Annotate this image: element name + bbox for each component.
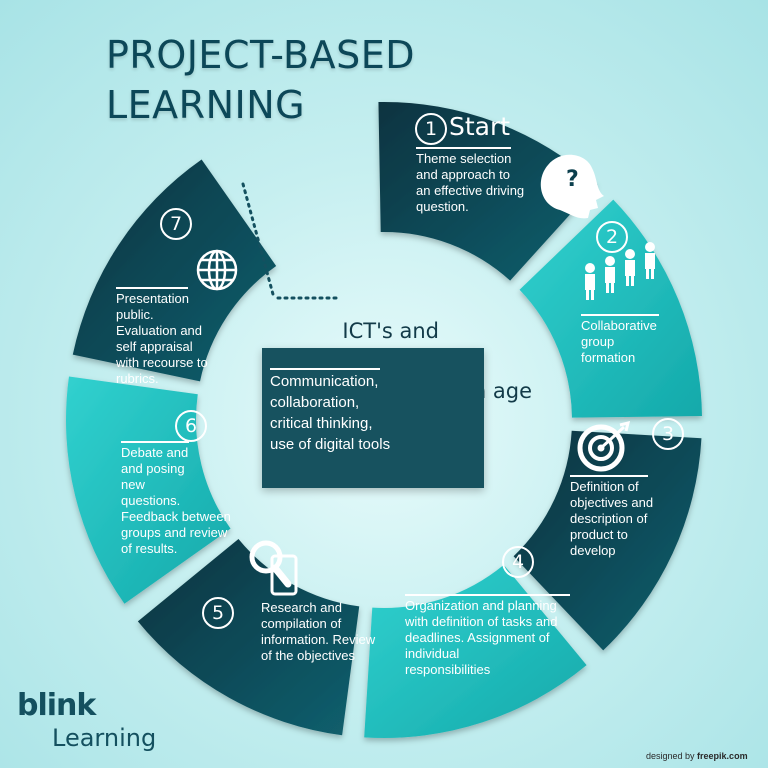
credit-text: designed by freepik.com — [646, 751, 748, 761]
ring-segment-7 — [72, 159, 277, 382]
credit-prefix: designed by — [646, 751, 698, 761]
step-5-text: Research and compilation of information.… — [261, 600, 376, 663]
head-question-icon: ? — [540, 154, 604, 219]
step-5-number: 5 — [202, 597, 234, 629]
step-1-number: 1 — [415, 113, 447, 145]
magnifier-tablet-icon — [249, 540, 298, 596]
center-box-rule — [270, 368, 380, 370]
step-4-number: 4 — [502, 546, 534, 578]
dotted-connector-diagonal — [241, 182, 276, 300]
step-6-text: Debate and and posing new questions. Fee… — [121, 441, 231, 557]
step-3-text: Definition of objectives and description… — [570, 475, 653, 559]
svg-text:?: ? — [566, 167, 579, 192]
step-2-text: Collaborative group formation — [581, 314, 659, 366]
title-line-1: PROJECT-BASED — [106, 33, 416, 77]
ring-segment-4 — [364, 564, 587, 739]
center-box-text: Communication, collaboration, critical t… — [270, 373, 391, 453]
step-6-number: 6 — [175, 410, 207, 442]
start-label: Start — [449, 112, 511, 141]
step-7-number: 7 — [160, 208, 192, 240]
center-skills-box: Communication, collaboration, critical t… — [262, 348, 484, 488]
center-heading-line-1: ICT's and — [342, 319, 439, 343]
globe-icon — [196, 249, 238, 291]
ring-segment-1 — [378, 102, 598, 281]
step-2-number: 2 — [596, 221, 628, 253]
ring-segment-2 — [519, 199, 702, 418]
page-title: PROJECT-BASED LEARNING — [106, 30, 415, 130]
step-1-text: Theme selection and approach to an effec… — [416, 147, 524, 215]
logo-blink: blink — [17, 688, 96, 723]
step-4-text: Organization and planning with definitio… — [405, 594, 570, 678]
step-7-text: Presentation public. Evaluation and self… — [116, 287, 208, 387]
people-icon — [585, 242, 655, 300]
credit-brand: freepik.com — [697, 751, 748, 761]
target-icon — [577, 420, 631, 472]
ring-segment-5 — [137, 539, 360, 736]
step-3-number: 3 — [652, 418, 684, 450]
title-line-2: LEARNING — [106, 83, 306, 127]
logo-learning: Learning — [52, 724, 157, 752]
